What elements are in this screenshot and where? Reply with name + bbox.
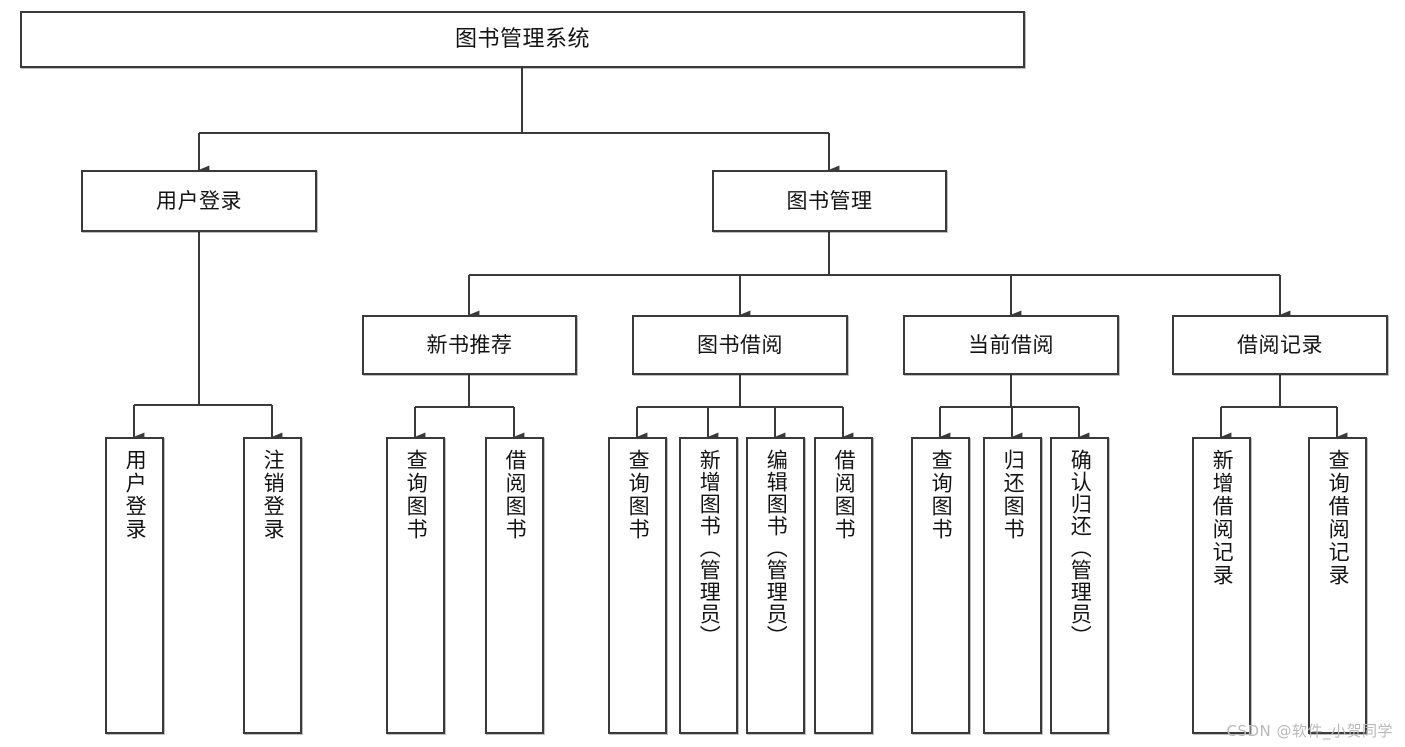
node-user-login[interactable]: 用户登录 (81, 170, 317, 232)
node-label: 新增图书（管理员） (697, 449, 722, 647)
node-new-book-recommend[interactable]: 新书推荐 (362, 315, 577, 375)
node-book-borrow[interactable]: 图书借阅 (632, 315, 848, 375)
node-leaf-query-book-borrow[interactable]: 查询图书 (608, 437, 667, 734)
node-label: 用户登录 (123, 449, 148, 541)
node-leaf-user-login[interactable]: 用户登录 (105, 437, 164, 734)
node-leaf-query-book-current[interactable]: 查询图书 (911, 437, 970, 734)
node-label: 新增借阅记录 (1210, 449, 1235, 587)
node-label: 确认归还（管理员） (1068, 449, 1093, 647)
node-current-borrow[interactable]: 当前借阅 (903, 315, 1119, 375)
node-leaf-edit-book[interactable]: 编辑图书（管理员） (746, 437, 805, 734)
node-label: 查询图书 (626, 449, 651, 541)
node-borrow-record[interactable]: 借阅记录 (1172, 315, 1388, 375)
csdn-watermark: CSDN @软件_小贺同学 (1226, 722, 1393, 740)
node-label: 借阅图书 (503, 449, 528, 541)
node-label: 归还图书 (1001, 449, 1026, 541)
node-leaf-logout[interactable]: 注销登录 (243, 437, 302, 734)
node-label: 图书管理系统 (454, 26, 590, 52)
node-label: 注销登录 (261, 449, 286, 541)
node-leaf-add-book[interactable]: 新增图书（管理员） (679, 437, 738, 734)
node-label: 图书借阅 (697, 332, 783, 357)
node-leaf-query-borrow-record[interactable]: 查询借阅记录 (1308, 437, 1367, 734)
node-label: 编辑图书（管理员） (764, 449, 789, 647)
node-label: 当前借阅 (968, 332, 1054, 357)
node-book-management[interactable]: 图书管理 (712, 170, 947, 232)
node-leaf-query-book-recommend[interactable]: 查询图书 (386, 437, 445, 734)
node-leaf-borrow-book-recommend[interactable]: 借阅图书 (485, 437, 544, 734)
node-label: 新书推荐 (426, 332, 513, 357)
node-label: 图书管理 (786, 188, 873, 213)
node-label: 查询图书 (929, 449, 954, 541)
node-label: 借阅图书 (832, 449, 857, 541)
node-leaf-borrow-book[interactable]: 借阅图书 (814, 437, 873, 734)
node-root-book-management-system[interactable]: 图书管理系统 (20, 11, 1025, 68)
node-leaf-return-book[interactable]: 归还图书 (983, 437, 1042, 734)
node-label: 查询图书 (404, 449, 429, 541)
node-label: 用户登录 (156, 188, 242, 213)
node-label: 查询借阅记录 (1326, 449, 1351, 587)
node-leaf-add-borrow-record[interactable]: 新增借阅记录 (1192, 437, 1251, 734)
node-label: 借阅记录 (1237, 332, 1323, 357)
node-leaf-confirm-return[interactable]: 确认归还（管理员） (1050, 437, 1109, 734)
